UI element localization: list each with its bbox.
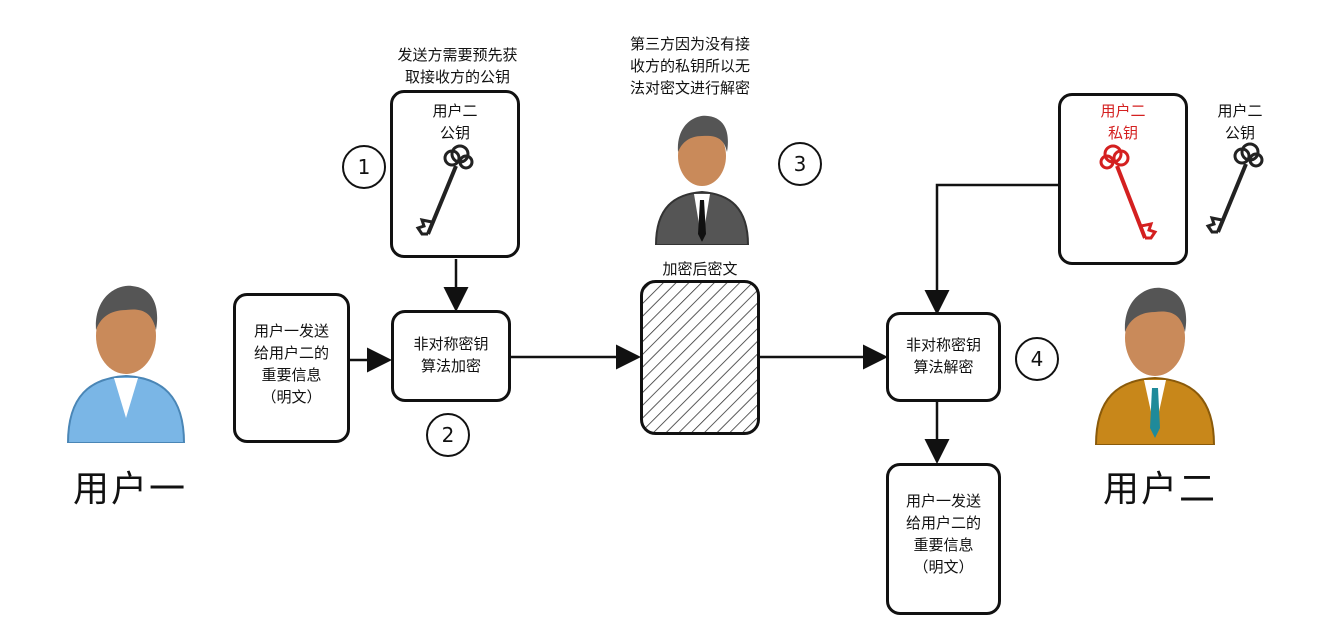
step-3-marker: 3 — [778, 142, 822, 186]
ciphertext-box — [640, 280, 760, 435]
third-party-avatar-icon — [654, 115, 750, 245]
step-1-marker: 1 — [342, 145, 386, 189]
user-one-avatar-icon — [66, 285, 186, 443]
public-key-icon — [415, 144, 474, 236]
step-4-marker: 4 — [1015, 337, 1059, 381]
private-key-label: 用户二 私钥 — [1100, 102, 1146, 142]
public-key-label: 用户二 公钥 — [432, 102, 478, 142]
private-key-box — [1058, 93, 1188, 265]
plaintext-box-left — [233, 293, 350, 443]
plaintext-left-text: 用户一发送 给用户二的 重要信息 （明文） — [253, 322, 329, 406]
decrypt-box — [886, 312, 1001, 402]
loose-public-key-label: 用户二 公钥 — [1217, 102, 1263, 142]
public-key-box — [390, 90, 520, 258]
decrypt-label: 非对称密钥 算法解密 — [905, 336, 981, 376]
plaintext-box-right — [886, 463, 1001, 615]
arrow-privatekey-to-decrypt — [924, 183, 1058, 315]
user-one-label: 用户一 — [72, 469, 187, 510]
user-two-avatar-icon — [1094, 287, 1216, 445]
step-2-marker: 2 — [426, 413, 470, 457]
sender-note: 发送方需要预先获 取接收方的公钥 — [397, 46, 518, 86]
third-party-note: 第三方因为没有接 收方的私钥所以无 法对密文进行解密 — [629, 35, 750, 97]
encrypt-label: 非对称密钥 算法加密 — [413, 335, 489, 375]
ciphertext-label: 加密后密文 — [662, 260, 738, 278]
encrypt-box — [391, 310, 511, 402]
private-key-icon — [1099, 144, 1158, 240]
loose-public-key-icon — [1205, 142, 1264, 234]
plaintext-right-text: 用户一发送 给用户二的 重要信息 （明文） — [905, 492, 981, 576]
user-two-label: 用户二 — [1102, 469, 1217, 510]
